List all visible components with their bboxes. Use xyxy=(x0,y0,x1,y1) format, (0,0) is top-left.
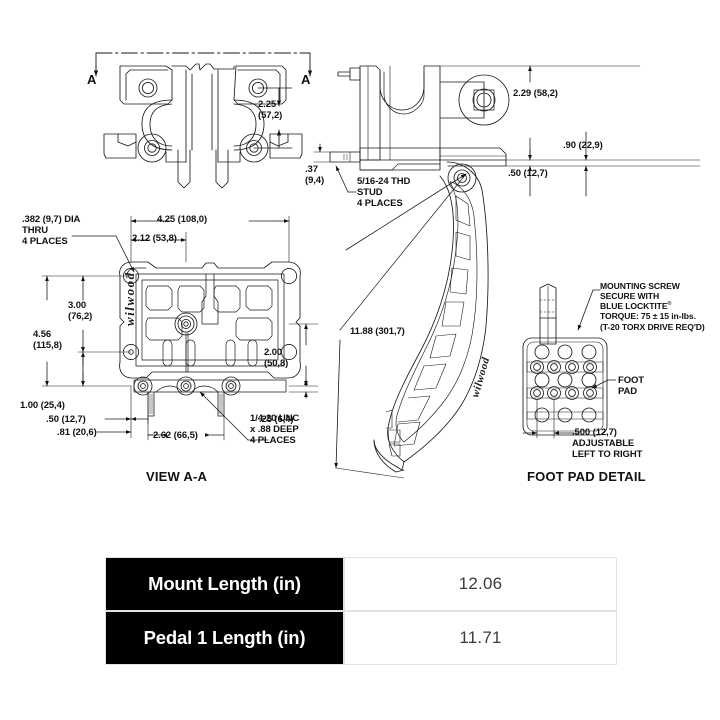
table-row: Mount Length (in) 12.06 xyxy=(105,557,617,611)
dim-11-88: 11.88 (301,7) xyxy=(350,326,405,337)
side-view-geometry: wilwood xyxy=(329,65,510,473)
row-label-pedal-1-length: Pedal 1 Length (in) xyxy=(105,611,344,665)
dim-50-side: .50 (12,7) xyxy=(508,168,548,179)
view-aa-label: VIEW A-A xyxy=(146,469,208,484)
dim-2-25: 2.25 (57,2) xyxy=(258,99,283,122)
screw-note-line-4-post: . xyxy=(693,311,696,322)
row-label-mount-length: Mount Length (in) xyxy=(105,557,344,611)
dim-50-bottom: .50 (12,7) xyxy=(46,414,86,425)
dim-37: .37 (9,4) xyxy=(305,164,325,187)
top-view-geometry xyxy=(93,52,313,189)
dim-1-00: 1.00 (25,4) xyxy=(20,400,65,411)
screw-note-line-4-pre: TORQUE: 75 ± 15 xyxy=(600,311,672,322)
row-value-pedal-1-length: 11.71 xyxy=(344,611,617,665)
foot-pad-label-line-1: FOOT xyxy=(618,375,644,386)
screw-note-line-3: BLUE LOCKTITE xyxy=(600,301,668,312)
callout-516-24-thd-stud: 5/16-24 THD STUD 4 PLACES xyxy=(357,176,411,210)
screw-note-line-2: SECURE WITH xyxy=(600,291,660,302)
dim-2-12: 2.12 (53,8) xyxy=(132,233,177,244)
svg-text:wilwood: wilwood xyxy=(469,356,492,399)
screw-note-line-1: MOUNTING SCREW xyxy=(600,281,680,291)
adjust-note-line-2: ADJUSTABLE xyxy=(572,438,635,450)
dim-25: .25 (6,4) xyxy=(259,414,294,425)
dim-4-56: 4.56 (115,8) xyxy=(33,329,62,352)
svg-text:wilwood: wilwood xyxy=(122,271,137,326)
table-row: Pedal 1 Length (in) 11.71 xyxy=(105,611,617,665)
dim-2-62: 2.62 (66,5) xyxy=(153,430,198,441)
technical-drawing-canvas: wilwood xyxy=(41,52,701,479)
callout-quarter-20-unc: 1/4-20 UNC x .88 DEEP 4 PLACES xyxy=(250,413,300,447)
view-aa-geometry: wilwood xyxy=(119,261,301,417)
dim-3-00: 3.00 (76,2) xyxy=(68,300,93,323)
side-view-dimensions xyxy=(313,65,701,479)
screw-note-line-4-bold: in-lbs xyxy=(671,311,694,322)
view-aa-dimensions xyxy=(41,215,319,441)
dim-4-25: 4.25 (108,0) xyxy=(157,214,208,225)
dim-382-dia-thru: .382 (9,7) DIA THRU 4 PLACES xyxy=(22,214,81,248)
section-letter-left: A xyxy=(87,72,97,87)
dim-2-00: 2.00 (50,8) xyxy=(264,347,289,370)
adjust-note-line-3: LEFT TO RIGHT xyxy=(572,449,643,461)
registered-mark-icon: ® xyxy=(667,301,672,308)
foot-pad-detail-geometry xyxy=(522,283,617,439)
specifications-table: Mount Length (in) 12.06 Pedal 1 Length (… xyxy=(105,557,617,665)
section-letter-right: A xyxy=(301,72,311,87)
adjust-note-line-1: .500 (12,7) xyxy=(572,427,617,438)
row-value-mount-length: 12.06 xyxy=(344,557,617,611)
foot-pad-label-line-2: PAD xyxy=(618,386,638,398)
foot-pad-detail-label: FOOT PAD DETAIL xyxy=(527,469,646,484)
dim-81: .81 (20,6) xyxy=(57,427,97,438)
dim-2-29: 2.29 (58,2) xyxy=(513,88,558,99)
screw-note-line-5: (T-20 TORX DRIVE REQ'D) xyxy=(600,321,705,332)
dim-90: .90 (22,9) xyxy=(563,140,603,151)
